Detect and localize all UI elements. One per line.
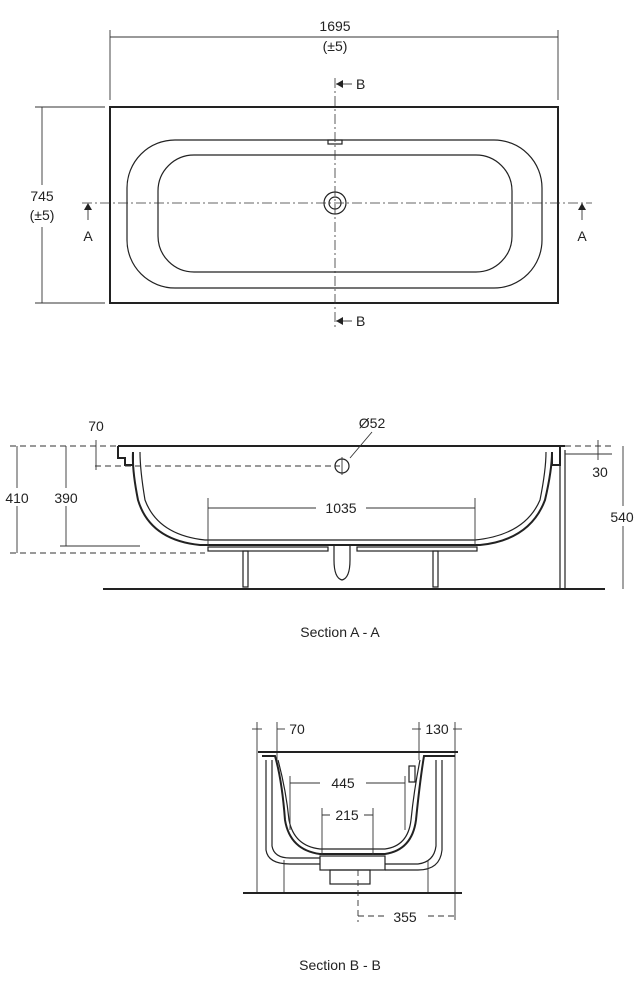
inner-depth-dimension: 390	[54, 490, 78, 506]
section-a-marker-left: A	[83, 228, 93, 244]
overflow-diameter-dimension: Ø52	[359, 415, 386, 431]
inner-width-dimension: 445	[331, 775, 355, 791]
base-length-dimension: 1035	[325, 500, 356, 516]
section-a-marker-right: A	[577, 228, 587, 244]
plan-view: 1695 (±5) 745 (±5) A A B B	[22, 18, 592, 329]
waste-trap	[333, 546, 351, 581]
rim-thickness-dimension: 30	[592, 464, 608, 480]
waste-fitting	[319, 855, 386, 871]
support-frame	[356, 546, 478, 552]
base-width-dimension: 215	[335, 807, 359, 823]
waste-trap	[329, 869, 371, 885]
section-b-marker-top: B	[356, 76, 365, 92]
section-b-caption: Section B - B	[299, 957, 381, 973]
foot-leg	[242, 550, 249, 588]
section-b-b: 70 130 445 215 355 Section B - B	[243, 721, 462, 973]
rim-offset-dimension: 70	[88, 418, 104, 434]
left-rim-dimension: 70	[289, 721, 305, 737]
length-dimension: 1695	[319, 18, 350, 34]
width-dimension: 745	[30, 188, 54, 204]
arrow-up-icon	[84, 203, 92, 210]
section-a-caption: Section A - A	[300, 624, 380, 640]
bath-profile-b	[262, 755, 455, 855]
bath-outline	[109, 106, 559, 304]
panel-height-dimension: 540	[610, 509, 634, 525]
section-a-a: 70 Ø52 410 390 1035 30 540 Section A - A	[0, 415, 643, 640]
width-tolerance: (±5)	[30, 207, 55, 223]
arrow-left-icon	[336, 80, 343, 88]
length-tolerance: (±5)	[323, 38, 348, 54]
right-rim-dimension: 130	[425, 721, 449, 737]
total-height-dimension: 410	[5, 490, 29, 506]
waste-offset-dimension: 355	[393, 909, 417, 925]
section-b-marker-bottom: B	[356, 313, 365, 329]
foot-leg	[432, 550, 439, 588]
support-frame	[207, 546, 329, 552]
bath-profile	[117, 446, 561, 546]
arrow-left-icon	[336, 317, 343, 325]
arrow-up-icon	[578, 203, 586, 210]
